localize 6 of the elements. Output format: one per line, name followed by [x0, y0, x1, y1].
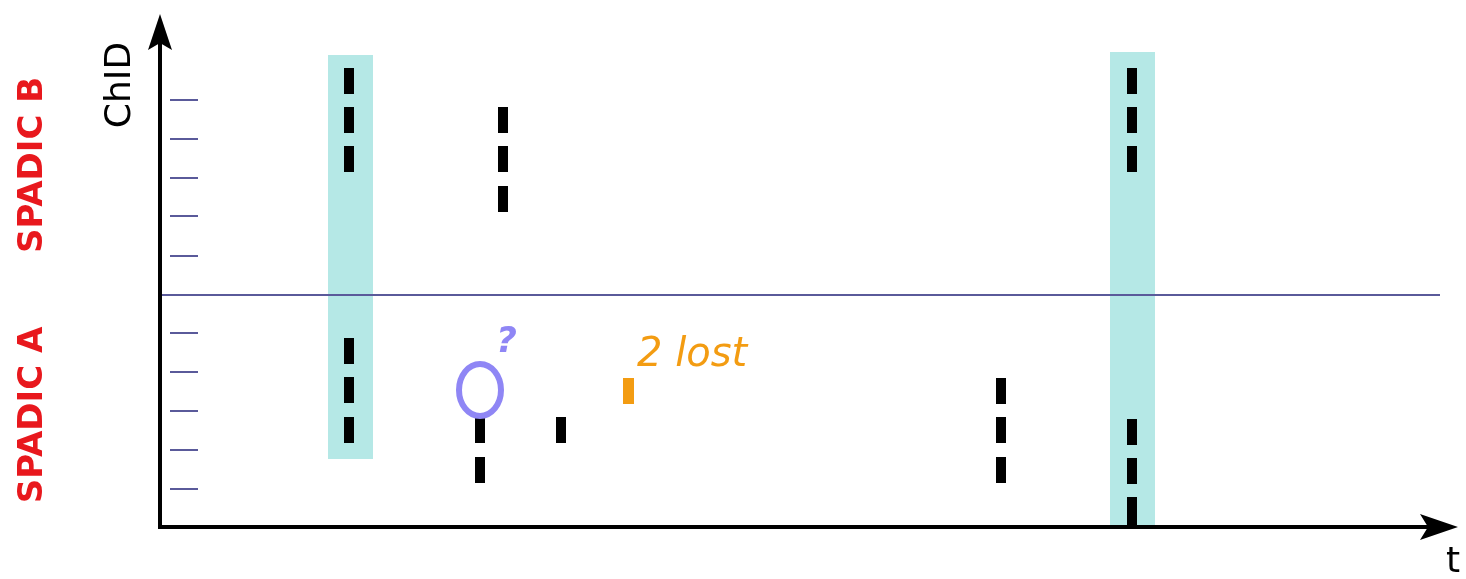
axis-label: ChID: [100, 41, 137, 129]
chip-label: SPADIC B: [13, 76, 48, 254]
chip-label: SPADIC A: [12, 326, 47, 504]
annotation: 2 lost: [637, 332, 748, 372]
axis-label: t: [1446, 542, 1461, 578]
annotation: ?: [496, 322, 517, 358]
